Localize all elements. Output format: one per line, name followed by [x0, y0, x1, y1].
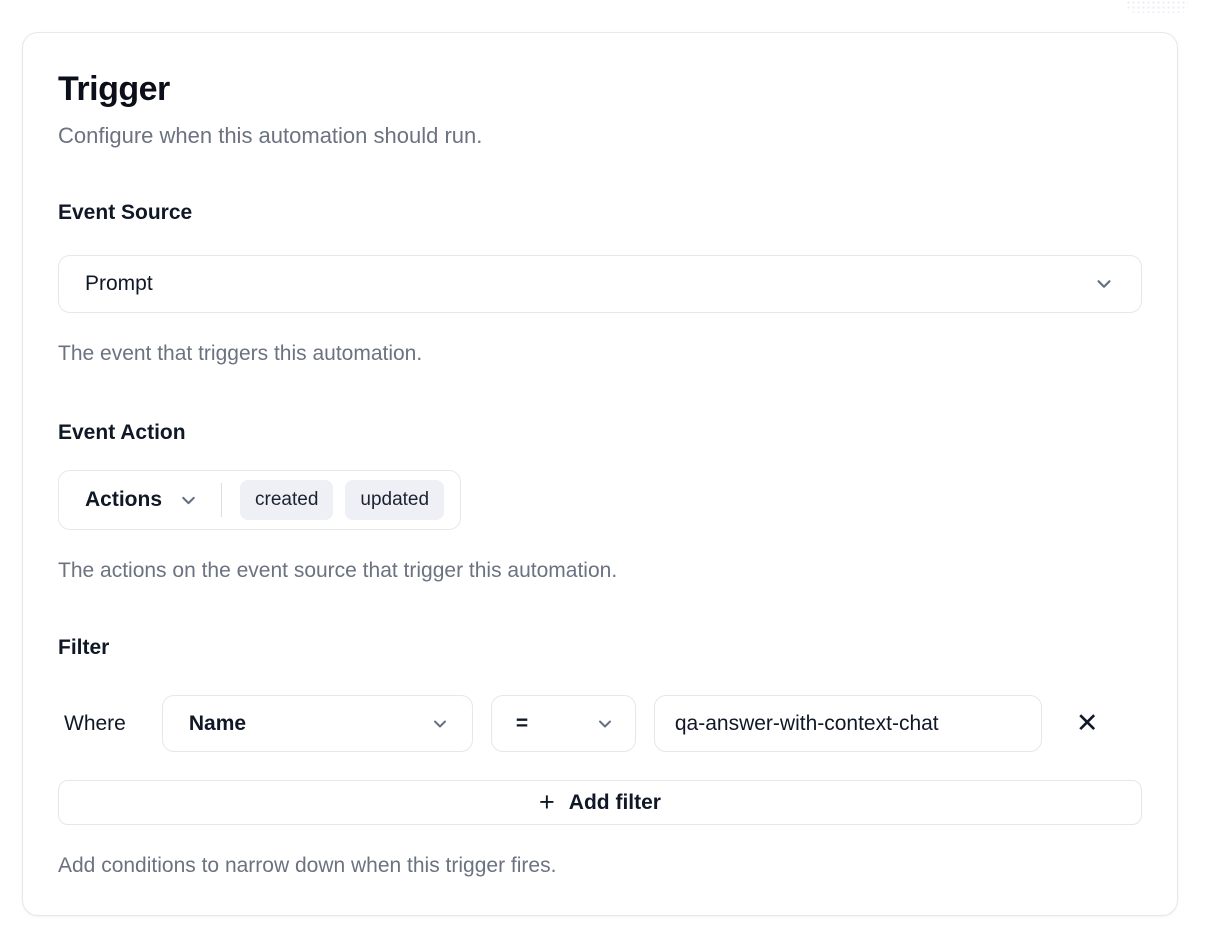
filter-field-select[interactable]: Name	[161, 695, 473, 752]
vertical-divider	[221, 483, 223, 517]
filter-helper: Add conditions to narrow down when this …	[58, 854, 557, 877]
plus-icon: +	[539, 787, 555, 817]
filter-row: Where Name = ✕	[58, 695, 1142, 752]
chevron-down-icon	[595, 714, 615, 734]
action-tag-updated[interactable]: updated	[345, 480, 445, 520]
add-filter-label: Add filter	[568, 790, 661, 814]
event-source-select[interactable]: Prompt	[58, 255, 1142, 313]
filter-where-label: Where	[64, 711, 126, 735]
event-source-selected-value: Prompt	[85, 272, 153, 295]
filter-operator-selected-value: =	[515, 711, 529, 735]
chevron-down-icon	[430, 714, 450, 734]
event-source-helper: The event that triggers this automation.	[58, 342, 423, 365]
filter-label: Filter	[58, 636, 110, 659]
remove-filter-button[interactable]: ✕	[1074, 710, 1101, 737]
page-subtitle: Configure when this automation should ru…	[58, 123, 483, 148]
page-title: Trigger	[58, 70, 170, 108]
event-source-label: Event Source	[58, 201, 193, 224]
chevron-down-icon	[178, 490, 199, 511]
filter-field-selected-value: Name	[188, 711, 247, 735]
action-tag-created[interactable]: created	[240, 480, 334, 520]
actions-dropdown-button[interactable]: Actions	[85, 488, 199, 512]
cutoff-element-top-right	[1126, 0, 1188, 13]
event-action-label: Event Action	[58, 421, 186, 444]
chevron-down-icon	[1093, 273, 1115, 295]
close-icon: ✕	[1075, 708, 1099, 738]
filter-operator-select[interactable]: =	[490, 695, 636, 752]
event-action-control: Actions created updated	[58, 470, 462, 530]
filter-value-input[interactable]	[653, 695, 1042, 752]
trigger-card: Trigger Configure when this automation s…	[22, 32, 1178, 916]
actions-dropdown-label: Actions	[85, 488, 163, 511]
add-filter-button[interactable]: + Add filter	[58, 780, 1142, 825]
event-action-helper: The actions on the event source that tri…	[58, 559, 618, 582]
